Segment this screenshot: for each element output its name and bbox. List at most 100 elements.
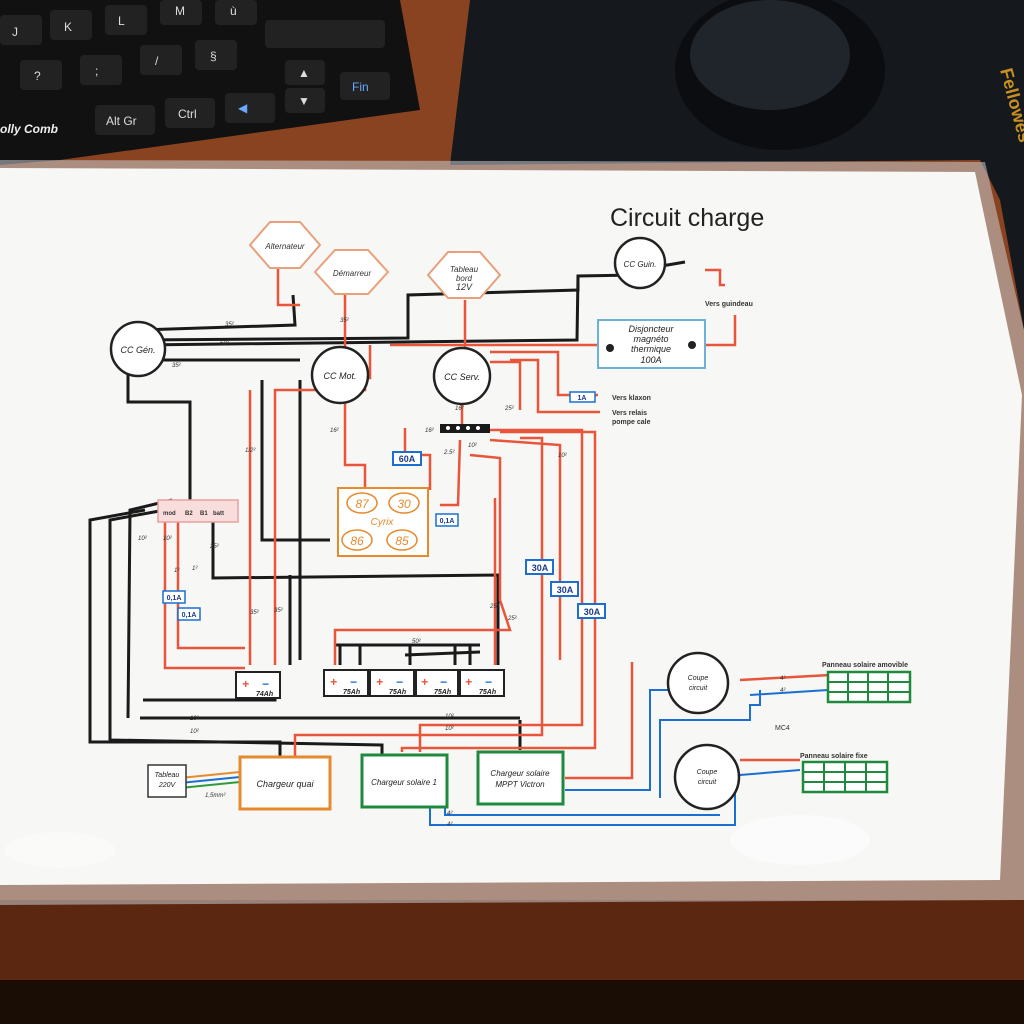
- wire-label: 25²: [209, 544, 220, 550]
- chargeur-solaire-1-label: Chargeur solaire 1: [371, 778, 437, 787]
- key-altgr[interactable]: Alt Gr: [106, 114, 137, 128]
- key-k[interactable]: K: [64, 20, 72, 34]
- coupe-circuit-fixe: Coupe circuit: [673, 743, 741, 811]
- wire-label: 1²: [192, 566, 198, 572]
- fuse-0-1a-left-2: 0,1A: [182, 612, 197, 619]
- vers-klaxon-label: Vers klaxon: [612, 395, 651, 402]
- wire-label: 35²: [225, 322, 235, 328]
- demarreur-label: Démarreur: [333, 269, 372, 278]
- wire-label: 25²: [507, 616, 518, 622]
- hex-demarreur: Démarreur: [313, 249, 390, 295]
- cyrix-relay: 87 30 Cyrix 86 85: [337, 487, 429, 557]
- key-fin[interactable]: Fin: [352, 80, 369, 94]
- wire-label: 50²: [220, 341, 230, 347]
- disjoncteur-label-2: magnéto: [633, 334, 668, 344]
- wire-label: 10²: [445, 726, 455, 732]
- key-j[interactable]: J: [12, 25, 18, 39]
- diagram-title: Circuit charge: [610, 204, 764, 232]
- disjoncteur-label-4: 100A: [640, 355, 661, 365]
- disjoncteur-label-1: Disjoncteur: [628, 324, 674, 334]
- svg-text:−: −: [396, 675, 403, 689]
- wire-label: 10²: [163, 536, 173, 542]
- battery-75ah-4: +− 75Ah: [459, 669, 505, 697]
- wire-label: 10²: [445, 714, 455, 720]
- key-semicolon[interactable]: ;: [95, 64, 98, 78]
- battery-75ah-1-label: 75Ah: [343, 689, 360, 696]
- chargeur-quai: Chargeur quai: [238, 755, 332, 811]
- coupe-circuit-b-label-2: circuit: [698, 779, 717, 786]
- key-pageup[interactable]: ▲: [298, 66, 310, 80]
- node-cc-mot: CC Mot.: [310, 345, 370, 405]
- cc-guin-label: CC Guin.: [624, 260, 657, 269]
- svg-text:−: −: [262, 677, 269, 691]
- chargeur-solaire-1: Chargeur solaire 1: [360, 753, 449, 809]
- wire-label: 10²: [558, 453, 568, 459]
- wire-label: 1²: [174, 568, 180, 574]
- wire-label: 16²: [425, 428, 435, 434]
- chargeur-quai-label: Chargeur quai: [256, 779, 314, 789]
- hex-tableau-bord: Tableau bord 12V: [426, 251, 502, 299]
- wire-label: 10²: [468, 443, 478, 449]
- fuse-0-1a-relay: 0,1A: [440, 518, 455, 525]
- wire-label: 1/2²: [245, 448, 256, 454]
- wire-label: 4²: [447, 822, 453, 828]
- key-section[interactable]: §: [210, 49, 217, 63]
- key-ctrl[interactable]: Ctrl: [178, 107, 197, 121]
- disjoncteur-box: Disjoncteur magnéto thermique 100A: [597, 319, 706, 369]
- battery-75ah-2: +− 75Ah: [369, 669, 415, 697]
- svg-text:+: +: [376, 675, 383, 689]
- tableau-220v-label-1: Tableau: [155, 772, 180, 779]
- relay-pin-85: 85: [395, 534, 409, 548]
- wire-label: 16²: [455, 406, 465, 412]
- terminal-block: mod B2 B1 batt: [157, 499, 239, 523]
- fuse-30a-1: 30A: [532, 563, 549, 573]
- disjoncteur-label-3: thermique: [631, 344, 671, 354]
- tableau-bord-label-1: Tableau: [450, 265, 479, 274]
- battery-75ah-3-label: 75Ah: [434, 689, 451, 696]
- glare: [730, 815, 870, 865]
- svg-text:+: +: [421, 675, 428, 689]
- block-mod: mod: [163, 511, 176, 517]
- key-m[interactable]: M: [175, 4, 185, 18]
- bus-bar: [440, 424, 490, 433]
- cc-mot-label: CC Mot.: [323, 371, 356, 381]
- hex-alternateur: Alternateur: [248, 221, 322, 269]
- tableau-bord-label-3: 12V: [456, 282, 473, 292]
- wire-label: 25²: [489, 604, 500, 610]
- wire-label: 10²: [190, 729, 200, 735]
- key-l[interactable]: L: [118, 14, 125, 28]
- coupe-circuit-b-label-1: Coupe: [697, 769, 718, 776]
- wire-label: 35²: [250, 610, 260, 616]
- relay-name: Cyrix: [371, 517, 395, 528]
- fuse-30a-3: 30A: [584, 607, 601, 617]
- svg-text:+: +: [242, 677, 249, 691]
- panneau-solaire-fixe: Panneau solaire fixe: [800, 753, 889, 794]
- battery-74ah-label: 74Ah: [256, 691, 273, 698]
- wire-label: 4²: [780, 688, 786, 694]
- block-b1: B1: [200, 511, 208, 517]
- chargeur-mppt-label-1: Chargeur solaire: [490, 769, 550, 778]
- cc-gen-label: CC Gén.: [120, 345, 155, 355]
- key-left[interactable]: ◀: [238, 101, 248, 115]
- battery-75ah-2-label: 75Ah: [389, 689, 406, 696]
- battery-75ah-1: +− 75Ah: [323, 669, 369, 697]
- panneau-solaire-amovible: Panneau solaire amovible: [822, 662, 912, 704]
- relay-pin-30: 30: [397, 497, 411, 511]
- vers-relais-label-2: pompe cale: [612, 419, 651, 426]
- svg-text:−: −: [485, 675, 492, 689]
- tableau-220v-label-2: 220V: [158, 782, 177, 789]
- key-u-grave[interactable]: ù: [230, 4, 237, 18]
- svg-text:+: +: [330, 675, 337, 689]
- wire-label: 25²: [504, 406, 515, 412]
- chargeur-mppt-label-2: MPPT Victron: [495, 780, 545, 789]
- block-batt: batt: [213, 511, 224, 517]
- key-pagedown[interactable]: ▼: [298, 94, 310, 108]
- alternateur-label: Alternateur: [264, 242, 304, 251]
- cc-serv-label: CC Serv.: [444, 372, 480, 382]
- key-slash[interactable]: /: [155, 54, 159, 68]
- wire-label: 35²: [274, 608, 284, 614]
- wire-label: 35²: [172, 363, 182, 369]
- keyboard[interactable]: J K L M ù ? ; / § ▲ ▼ Fin Alt Gr Ctrl ◀ …: [0, 0, 420, 165]
- key-question[interactable]: ?: [34, 69, 41, 83]
